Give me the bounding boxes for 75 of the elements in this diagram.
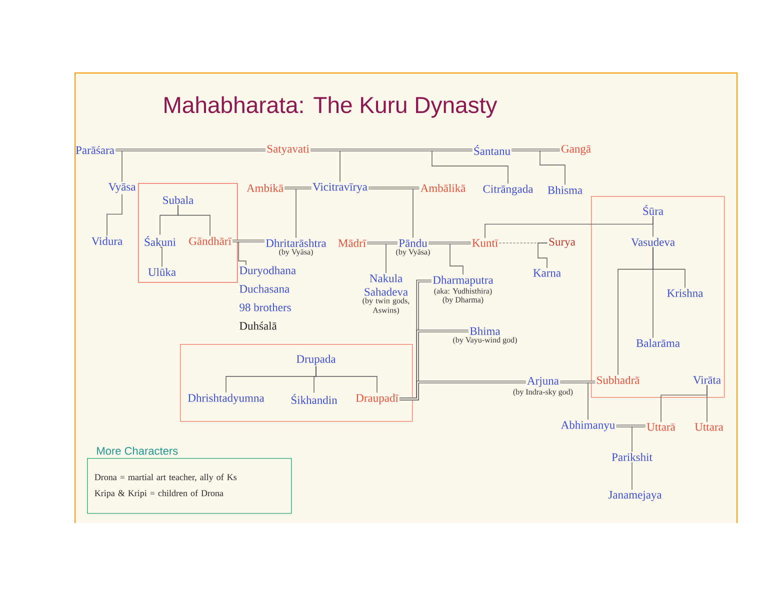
person-name: Vasudeva — [631, 238, 675, 246]
person-name: Draupadī — [356, 394, 399, 404]
person-name: Śantanu — [474, 145, 510, 155]
double-line — [560, 380, 596, 384]
family-box — [138, 183, 238, 283]
person-name: Dhritarāshtra — [266, 238, 326, 248]
person-name: Ambikā — [246, 184, 284, 192]
annotation: (by twin gods, Aswins) — [362, 298, 410, 314]
person-name: Uttara — [694, 423, 724, 431]
person-name: Vidura — [92, 236, 122, 246]
annotation: (by Vayu-wind god) — [453, 336, 517, 344]
person-name: Uttarā — [646, 423, 676, 431]
person-name: Arjuna — [527, 376, 559, 388]
person-name: Dharmaputra — [433, 276, 494, 286]
double-line — [116, 148, 266, 152]
double-line — [428, 242, 471, 244]
family-box — [591, 196, 725, 398]
family-box — [180, 344, 413, 422]
person-name: Ambālikā — [420, 184, 466, 192]
person-name: Abhimanyu — [560, 420, 615, 432]
connector-line — [618, 246, 654, 376]
person-name: Surya — [549, 238, 576, 248]
annotation: (by Indra-sky god) — [513, 388, 573, 396]
double-line — [368, 186, 420, 190]
connector-line — [706, 384, 708, 422]
annotation: (aka: Yudhisthira) — [434, 288, 492, 296]
double-line — [310, 148, 472, 152]
connector-line — [652, 216, 654, 238]
person-name: Pāndu — [398, 238, 428, 248]
title: Mahabharata: The Kuru Dynasty — [164, 96, 498, 118]
person-name: Parāśara — [76, 146, 114, 154]
connector-line — [160, 246, 162, 268]
person-name: Krishna — [667, 288, 704, 298]
person-name: Subala — [163, 196, 194, 204]
person-name: Satyavati — [267, 144, 310, 156]
person-name: Gāndhārī — [189, 236, 232, 246]
connector-line — [106, 194, 122, 236]
note-box: Drona = martial art teacher, ally of Ks Kripa & Kripi = children of Drona — [87, 458, 292, 514]
double-line — [284, 186, 312, 190]
person-name: Kuntī — [472, 239, 498, 247]
annotation: (by Dharma) — [442, 296, 484, 304]
person-name: Mādrī — [338, 238, 366, 248]
person-name: Janamejaya — [608, 490, 662, 502]
heading: More Characters — [97, 446, 178, 455]
annotation: (by Vyāsa) — [396, 248, 430, 256]
person-name: Gangā — [561, 144, 591, 156]
person-name: Vicitravīrya — [312, 182, 368, 194]
person-name: Balarāma — [636, 338, 680, 348]
person-name: Nakula Sahadeva — [364, 274, 408, 296]
dashed-line — [499, 242, 548, 244]
double-line — [616, 424, 646, 428]
person-name: Drupada — [296, 354, 336, 366]
person-name: Virāta — [693, 376, 721, 384]
person-name: Subhadrā — [597, 376, 640, 384]
person-name: Dhrishtadyumna — [188, 394, 264, 404]
person-name: Duryodhana Duchasana 98 brothers Duhśalā — [240, 266, 296, 330]
person-name: Bhisma — [548, 186, 582, 194]
person-name: Bhima — [470, 326, 500, 336]
person-name: Śūra — [643, 205, 664, 215]
person-name: Ulūka — [148, 268, 176, 276]
person-name: Karna — [533, 269, 561, 277]
connector-line — [540, 150, 566, 186]
person-name: Citrāngada — [483, 184, 534, 196]
double-line — [512, 148, 560, 152]
double-line — [367, 242, 398, 244]
connector-line — [178, 204, 210, 236]
person-name: Vyāsa — [108, 183, 136, 193]
connector-line — [538, 242, 548, 268]
person-name: Parikshit — [612, 452, 652, 462]
person-name: Śakuni — [144, 236, 176, 246]
annotation: (by Vyāsa) — [279, 248, 313, 256]
double-line — [400, 380, 526, 400]
connector-line — [316, 366, 378, 393]
double-line — [232, 240, 264, 242]
person-name: Śikhandin — [291, 394, 338, 404]
